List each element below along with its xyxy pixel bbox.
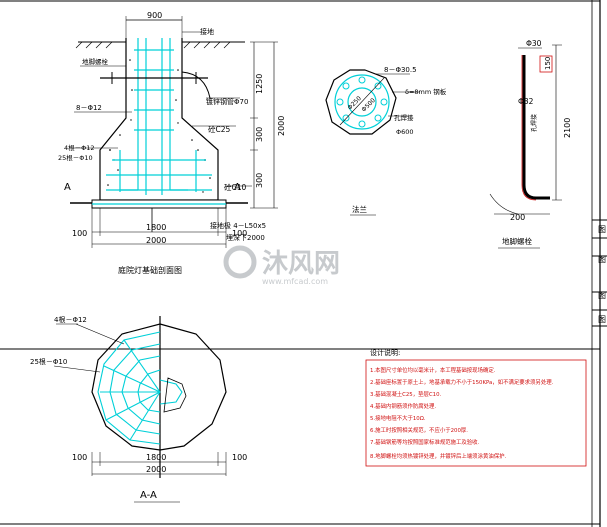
section-right-margin: 100 bbox=[232, 453, 247, 462]
label-anchor-bolt: 地脚螺栓 bbox=[82, 57, 109, 66]
label-ground-depth: 埋深下2000 bbox=[226, 233, 265, 242]
anchor-top-dia: Φ30 bbox=[526, 39, 542, 48]
section-outer-width: 2000 bbox=[146, 465, 166, 474]
flange-mid-label: Φ500 bbox=[360, 97, 377, 114]
anchor-height: 2100 bbox=[563, 118, 572, 138]
watermark-brand: 沐风网 bbox=[262, 249, 340, 279]
anchor-note: 孔焊接 bbox=[530, 114, 538, 132]
section-aa: 4根－Φ12 25根－Φ10 100 100 1800 2000 A-A bbox=[30, 315, 247, 503]
note-item: 6.施工时按照相关规范，不应小于200厚. bbox=[370, 426, 468, 434]
label-top-right: 接地 bbox=[200, 27, 214, 36]
anchor-mid-dia: Φ32 bbox=[518, 97, 534, 106]
section-left-margin: 100 bbox=[72, 453, 87, 462]
caption-elevation: 庭院灯基础剖面图 bbox=[118, 265, 182, 275]
label-main-bar: 4根－Φ12 bbox=[64, 143, 95, 152]
title-block: 图 图 图 图 bbox=[591, 0, 607, 527]
caption-flange: 法兰 bbox=[352, 204, 367, 214]
title-cell-2: 图 bbox=[598, 255, 606, 264]
dim-bottom-left: 100 bbox=[72, 229, 87, 238]
note-item: 4.基础内钢筋须作防腐处理. bbox=[370, 402, 436, 410]
flange-bolt-label: 8－Φ30.5 bbox=[384, 66, 417, 74]
flange-weld-label: 孔焊接 bbox=[394, 113, 414, 122]
flange-ring-label: δ=8mm 钢板 bbox=[405, 87, 447, 96]
label-ring-bar: 8－Φ12 bbox=[76, 104, 102, 112]
section-mark-right: A bbox=[234, 182, 241, 193]
watermark: 沐风网 www.mfcad.com bbox=[223, 245, 340, 286]
label-conduit: 镀锌钢管Φ70 bbox=[206, 97, 248, 106]
notes-box bbox=[365, 359, 587, 467]
label-stirrup: 25根－Φ10 bbox=[58, 153, 93, 162]
section-main-bar: 4根－Φ12 bbox=[54, 315, 87, 324]
title-cell-1: 图 bbox=[598, 225, 606, 234]
flange-outer-label: Φ600 bbox=[396, 128, 414, 136]
design-notes: 设计说明: 1.本图尺寸单位均以毫米计，本工程基础按现场确定. 2.基础座标置于… bbox=[365, 348, 587, 467]
dim-1250: 1250 bbox=[255, 74, 264, 94]
notes-title: 设计说明: bbox=[370, 348, 400, 357]
dim-top-width: 900 bbox=[147, 11, 162, 20]
watermark-logo-icon bbox=[223, 245, 257, 279]
note-item: 2.基础座标置于原土上，地基承载力不小于150KPa，如不满足要求须另处理. bbox=[370, 378, 554, 386]
section-stirrup: 25根－Φ10 bbox=[30, 357, 67, 366]
dim-base-outer: 2000 bbox=[146, 236, 166, 245]
label-concrete: 砼C25 bbox=[208, 124, 231, 134]
section-inner-width: 1800 bbox=[146, 453, 166, 462]
note-item: 7.基础钢筋等均按照国家标准规范施工及验收. bbox=[370, 438, 480, 446]
dim-2000: 2000 bbox=[277, 116, 286, 136]
foundation-elevation: 900 A A bbox=[58, 11, 286, 275]
note-item: 8.地脚螺栓均须热镀锌处理，并镀锌后上端须涂黄油保护. bbox=[370, 452, 507, 460]
section-mark-left: A bbox=[64, 182, 71, 193]
dim-300a: 300 bbox=[255, 127, 264, 142]
anchor-bolt: Φ30 150 Φ32 孔焊接 2100 200 地脚螺栓 bbox=[489, 39, 572, 249]
label-cushion: 砼C10 bbox=[224, 182, 247, 192]
anchor-foot: 200 bbox=[510, 213, 525, 222]
caption-section: A-A bbox=[140, 490, 157, 501]
flange-plate: 8－Φ30.5 δ=8mm 钢板 Φ250 Φ500 孔焊接 Φ600 法兰 bbox=[325, 66, 447, 216]
note-item: 3.基础混凝土C25，垫层C10. bbox=[370, 390, 442, 398]
title-cell-4: 图 bbox=[598, 315, 606, 324]
dim-300b: 300 bbox=[255, 173, 264, 188]
watermark-url: www.mfcad.com bbox=[262, 277, 328, 286]
dim-base-inner: 1800 bbox=[146, 223, 166, 232]
label-ground-electrode: 接地极 4－L50x5 bbox=[210, 221, 266, 230]
anchor-top-len: 150 bbox=[544, 57, 552, 70]
dim-bottom-right: 100 bbox=[232, 229, 247, 238]
title-cell-3: 图 bbox=[598, 291, 606, 300]
note-item: 5.接地电阻不大于10Ω. bbox=[370, 414, 426, 422]
note-item: 1.本图尺寸单位均以毫米计，本工程基础按现场确定. bbox=[370, 366, 496, 374]
caption-anchor: 地脚螺栓 bbox=[502, 236, 532, 246]
